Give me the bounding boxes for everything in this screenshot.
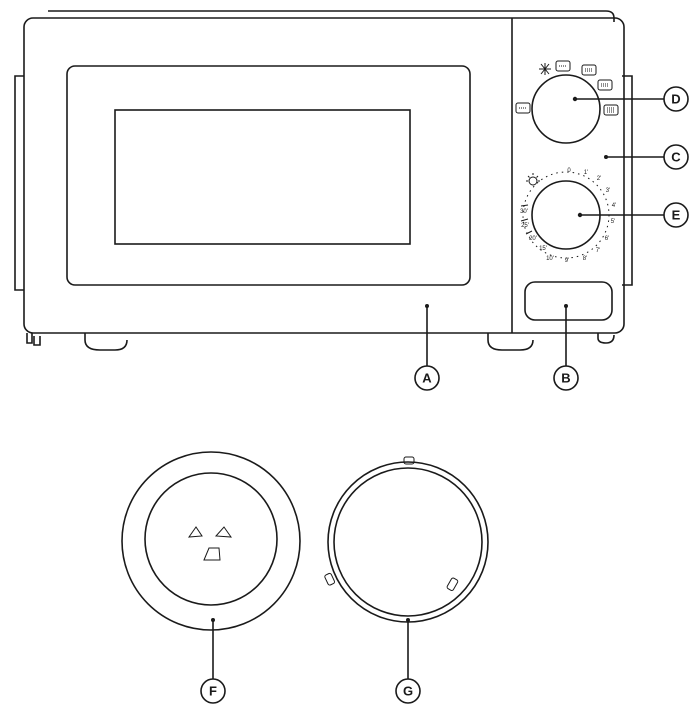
turntable-coupler-notch-2 <box>214 526 233 538</box>
turntable-outer-rim <box>121 451 301 631</box>
roller-ring-inner <box>333 467 483 617</box>
power-level-1-icon <box>515 102 531 114</box>
power-level-3-icon <box>581 64 597 76</box>
timer-label-20: 20' <box>529 236 537 242</box>
bulb-icon <box>526 173 540 186</box>
glass-turntable <box>121 451 301 631</box>
callout-b-label: B <box>561 371 570 386</box>
timer-label-15: 15' <box>539 246 547 252</box>
power-level-2-icon <box>555 60 571 72</box>
roller-wheel-right <box>446 577 459 591</box>
callout-a: A <box>414 365 440 391</box>
timer-label-2: 2' <box>597 176 601 182</box>
timer-label-3: 3' <box>606 188 610 194</box>
power-level-dial-area <box>515 60 619 144</box>
timer-bar-25 <box>520 218 529 222</box>
snowflake-icon <box>539 63 551 75</box>
timer-label-6: 6' <box>605 236 609 242</box>
turntable-coupler-notch-3 <box>203 547 221 561</box>
timer-dial-area: 0 1' 2' 3' 4' 5' 6' 7' 8' 9' 10' 15' 20'… <box>520 168 616 264</box>
timer-label-7: 7' <box>596 248 600 254</box>
roller-ring-outer <box>327 461 489 623</box>
power-cord-plug <box>26 333 41 346</box>
callout-g: G <box>395 678 421 704</box>
turntable-coupler-notch-1 <box>187 526 203 538</box>
callout-c: C <box>663 144 689 170</box>
foot-front-middle <box>487 333 534 351</box>
cabinet-top-edge <box>48 10 615 22</box>
callout-e: E <box>663 202 689 228</box>
timer-label-0: 0 <box>567 168 571 174</box>
timer-label-5: 5' <box>611 219 615 225</box>
callout-f: F <box>200 678 226 704</box>
callout-d: D <box>663 86 689 112</box>
cabinet-left-side <box>14 75 24 291</box>
callout-e-label: E <box>672 208 681 223</box>
cabinet-right-side <box>622 75 633 286</box>
power-level-dial[interactable] <box>531 74 601 144</box>
timer-label-25: 25' <box>521 223 529 229</box>
power-level-5-icon <box>603 104 619 116</box>
timer-label-4: 4' <box>612 203 616 209</box>
timer-label-1: 1' <box>584 170 588 176</box>
power-level-4-icon <box>597 79 613 91</box>
callout-g-label: G <box>403 684 413 699</box>
timer-bar-20 <box>525 230 533 235</box>
timer-label-10: 10' <box>546 256 554 262</box>
callout-b: B <box>553 365 579 391</box>
roller-ring <box>324 456 489 623</box>
callout-f-label: F <box>209 684 217 699</box>
front-frame <box>23 17 625 334</box>
door-panel <box>66 65 471 286</box>
callout-leaders <box>211 98 664 679</box>
timer-label-30: 30' <box>520 209 528 215</box>
turntable-inner-ring <box>144 472 278 606</box>
timer-label-8: 8' <box>583 256 587 262</box>
timer-bar-30 <box>520 204 529 207</box>
callout-c-label: C <box>671 150 681 165</box>
foot-front-left <box>84 333 128 351</box>
foot-front-right <box>597 333 615 344</box>
door-window <box>114 109 411 245</box>
roller-wheel-left <box>324 572 336 586</box>
callout-d-label: D <box>671 92 680 107</box>
door-release-button[interactable] <box>524 281 613 321</box>
roller-wheel-top <box>403 456 415 465</box>
microwave-body <box>14 10 633 351</box>
timer-label-9: 9' <box>565 258 569 264</box>
callout-a-label: A <box>422 371 432 386</box>
